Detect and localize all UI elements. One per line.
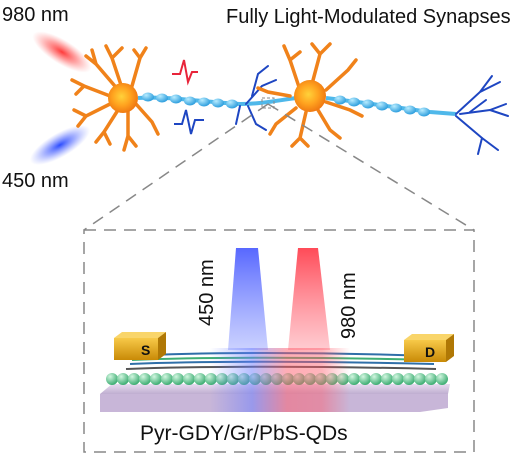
quantum-dot [403, 373, 415, 385]
drain-label: D [425, 344, 436, 360]
source-label: S [141, 342, 151, 358]
quantum-dot [370, 373, 382, 385]
red-spike [172, 59, 198, 86]
quantum-dot [425, 373, 437, 385]
axon-terminal-branches [455, 75, 509, 155]
quantum-dot [172, 373, 184, 385]
zoom-origin [261, 97, 275, 109]
quantum-dot [139, 373, 151, 385]
quantum-dot [106, 373, 118, 385]
device-inset-frame [83, 229, 475, 453]
quantum-dot [128, 373, 140, 385]
device-caption: Pyr-GDY/Gr/PbS-QDs [140, 422, 348, 445]
quantum-dot [392, 373, 404, 385]
blue-spike [174, 109, 204, 135]
quantum-dot [348, 373, 360, 385]
beam-glow [210, 348, 350, 412]
drain-electrode [404, 334, 454, 362]
quantum-dot [150, 373, 162, 385]
source-electrode [114, 332, 166, 360]
blue-light-source [29, 125, 91, 165]
quantum-dot [359, 373, 371, 385]
axon-beads [142, 92, 238, 109]
blue-beam-label: 450 nm [196, 259, 218, 326]
blue-beam [228, 248, 268, 350]
diagram-title: Fully Light-Modulated Synapses [226, 6, 511, 28]
red-light-source [32, 31, 92, 73]
quantum-dot [436, 373, 448, 385]
axon-2-beads [334, 95, 430, 117]
quantum-dot [194, 373, 206, 385]
red-wavelength-label: 980 nm [2, 4, 69, 26]
quantum-dot [381, 373, 393, 385]
zoom-callout [83, 103, 475, 231]
presynaptic-terminals [235, 65, 277, 131]
blue-wavelength-label: 450 nm [2, 170, 69, 192]
quantum-dot [414, 373, 426, 385]
neuron-right [256, 42, 364, 148]
quantum-dot [161, 373, 173, 385]
red-beam-label: 980 nm [338, 272, 360, 339]
red-beam [288, 248, 330, 350]
quantum-dot [183, 373, 195, 385]
quantum-dot [117, 373, 129, 385]
neuron-left [70, 44, 160, 152]
